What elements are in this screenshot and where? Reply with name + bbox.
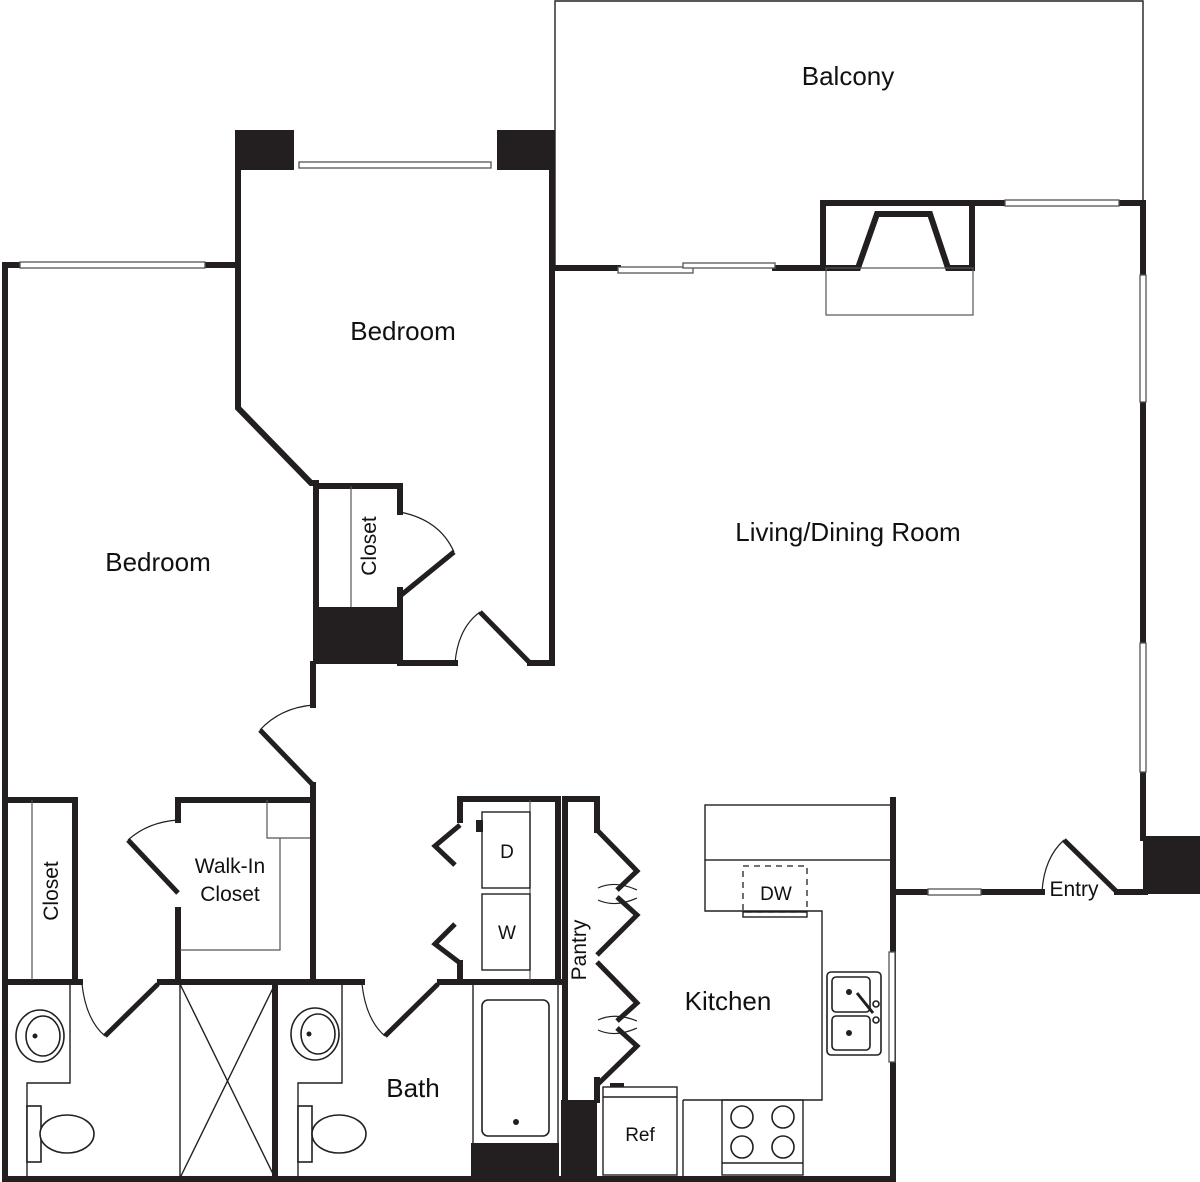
door-swing-arc xyxy=(454,611,481,664)
pantry-bifold-door[interactable] xyxy=(595,1026,641,1087)
kitchen-label: Kitchen xyxy=(685,986,772,1016)
walls xyxy=(2,137,1148,1182)
upper-counter xyxy=(704,804,893,861)
living-dining-label: Living/Dining Room xyxy=(735,517,960,547)
sink-basin xyxy=(300,1013,336,1055)
refrigerator-label: Ref xyxy=(625,1125,655,1146)
bath-fixtures xyxy=(290,983,559,1177)
sliding-door-panel xyxy=(682,262,776,269)
door-swing-arc xyxy=(127,819,179,841)
door-swing-arc xyxy=(259,704,314,731)
refrigerator-icon xyxy=(602,1086,678,1176)
window xyxy=(927,888,982,896)
closet-upper-label: Closet xyxy=(358,516,381,576)
entry-door[interactable] xyxy=(1062,838,1119,894)
closet-left-label: Closet xyxy=(40,861,63,921)
column xyxy=(471,1143,559,1182)
sink-basin xyxy=(25,1015,61,1057)
bath-label: Bath xyxy=(386,1073,440,1103)
bedroom-upper-label: Bedroom xyxy=(350,316,456,346)
bathroom-door[interactable] xyxy=(103,982,160,1038)
pantry-bifold-door[interactable] xyxy=(595,960,641,1023)
entry-label: Entry xyxy=(1049,878,1099,901)
laundry xyxy=(476,800,531,980)
balcony-railing xyxy=(554,0,1144,268)
toilet-tank xyxy=(26,1105,42,1163)
dryer-icon xyxy=(481,811,531,889)
structural-columns xyxy=(235,130,1200,1182)
bathtub-icon xyxy=(481,999,550,1137)
closet-shelving xyxy=(31,486,352,980)
bathtub-frame xyxy=(472,983,559,1145)
master-bath-fixtures xyxy=(15,983,276,1179)
closet-door[interactable] xyxy=(398,550,456,598)
door-swing-arc xyxy=(597,1027,638,1035)
bedroom-left-label: Bedroom xyxy=(105,547,211,577)
walk-in-closet-label-line2: Closet xyxy=(200,883,260,906)
dishwasher-label: DW xyxy=(760,884,792,905)
pantry-label: Pantry xyxy=(568,919,591,980)
column xyxy=(1143,836,1200,894)
window xyxy=(1004,199,1120,207)
bedroom-door[interactable] xyxy=(478,610,532,665)
walk-in-closet-label-line1: Walk-In xyxy=(195,855,265,878)
laundry-bifold-door[interactable] xyxy=(431,922,462,965)
column xyxy=(235,130,294,170)
room-labels: Bedroom Bedroom Living/Dining Room Close… xyxy=(40,316,1099,1103)
balcony-label: Balcony xyxy=(802,61,895,91)
washer-label: W xyxy=(498,923,516,944)
pantry-bifold-door[interactable] xyxy=(595,828,641,892)
door-swing-arc xyxy=(597,883,638,891)
doors[interactable] xyxy=(81,511,1119,1087)
window xyxy=(1139,642,1147,773)
appliance-labels: D W DW Ref xyxy=(498,842,792,1146)
sliding-door-panel xyxy=(617,266,694,274)
door-swing-arc xyxy=(1041,839,1065,893)
balcony: Balcony xyxy=(554,0,1144,268)
window xyxy=(298,161,492,169)
kitchen-fixtures xyxy=(602,804,893,1178)
window xyxy=(1139,274,1147,403)
walk-in-closet-door[interactable] xyxy=(126,838,180,895)
column xyxy=(561,1100,597,1182)
stove-icon xyxy=(721,1099,804,1176)
column xyxy=(497,130,555,170)
window xyxy=(19,261,206,269)
door-swing-arc xyxy=(399,511,455,553)
bedroom-door[interactable] xyxy=(258,728,315,787)
column xyxy=(313,607,402,664)
door-swing-arc xyxy=(597,897,638,905)
pantry-bifold-door[interactable] xyxy=(595,895,641,957)
dryer-label: D xyxy=(500,842,514,863)
washer-icon xyxy=(481,893,531,971)
toilet-icon xyxy=(39,1114,95,1154)
toilet-tank xyxy=(297,1105,313,1163)
bathroom-door[interactable] xyxy=(383,982,440,1038)
drain-icon xyxy=(513,1119,519,1125)
window xyxy=(888,951,896,1063)
fireplace-hearth xyxy=(825,267,974,316)
door-swing-arc xyxy=(81,983,106,1037)
door-swing-arc xyxy=(597,1015,638,1022)
door-swing-arc xyxy=(361,983,386,1037)
windows xyxy=(19,161,1147,1063)
toilet-icon xyxy=(311,1114,367,1154)
laundry-bifold-door[interactable] xyxy=(431,823,462,867)
shower-icon xyxy=(179,983,276,1179)
